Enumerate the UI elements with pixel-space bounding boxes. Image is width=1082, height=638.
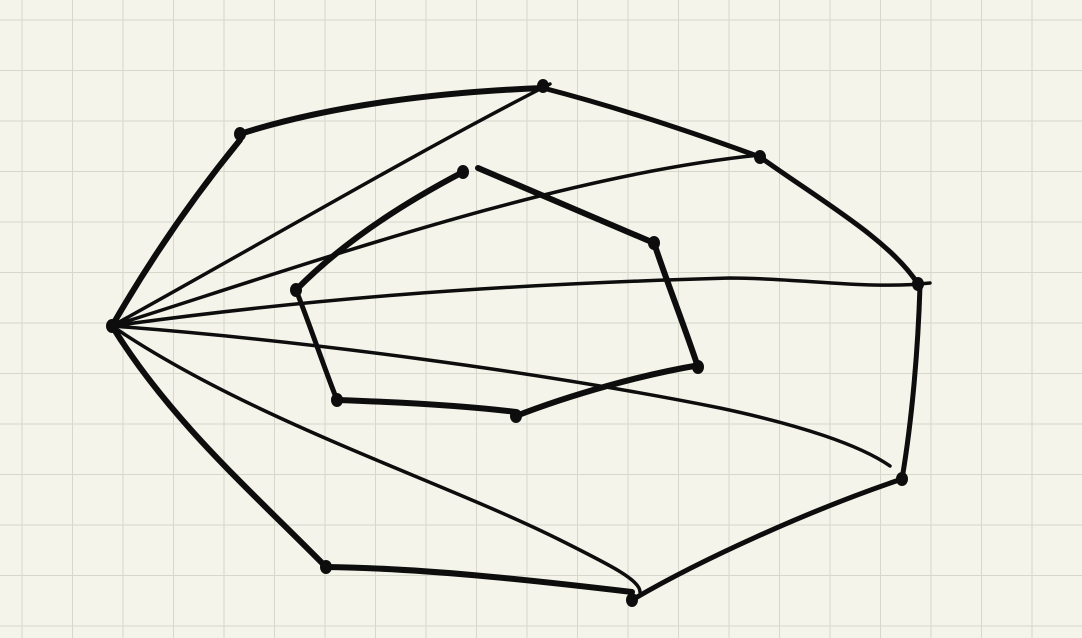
outer-edge-left-to-a xyxy=(109,137,243,329)
graph-edges xyxy=(109,82,932,603)
outer-edge-d-to-e xyxy=(899,283,923,482)
graph-node-F xyxy=(626,593,638,607)
spoke-left-to-e xyxy=(110,324,892,468)
outer-edge-b-to-c xyxy=(540,85,763,160)
inner-edge-2-to-3 xyxy=(651,240,701,370)
graph-node-i6 xyxy=(290,283,302,297)
graph-node-A xyxy=(234,127,246,141)
graph-node-L xyxy=(106,319,118,333)
spoke-left-to-f xyxy=(110,324,642,594)
graph-node-E xyxy=(896,472,908,486)
inner-edge-6-to-5 xyxy=(293,287,340,403)
graph-node-C xyxy=(754,150,766,164)
spoke-left-to-b xyxy=(110,82,552,328)
outer-edge-a-to-b xyxy=(237,85,546,137)
graph-node-i4 xyxy=(510,409,522,423)
graph-node-i3 xyxy=(692,360,704,374)
inner-edge-4-to-5 xyxy=(334,397,519,415)
outer-edge-c-to-d xyxy=(757,154,921,287)
outer-edge-left-to-g xyxy=(109,323,329,570)
inner-edge-3-to-4 xyxy=(513,362,703,419)
graph-node-i5 xyxy=(331,393,343,407)
graph-node-G xyxy=(320,560,332,574)
graph-node-D xyxy=(912,277,924,291)
outer-edge-f-to-g xyxy=(323,564,635,595)
inner-edge-1-to-6 xyxy=(293,169,466,293)
inner-edge-1-to-2 xyxy=(475,165,657,246)
graph-node-i1 xyxy=(457,165,469,179)
graph-node-i2 xyxy=(648,236,660,250)
spoke-left-to-d xyxy=(110,276,932,328)
outer-edge-e-to-f xyxy=(629,476,905,603)
graph-node-B xyxy=(537,79,549,93)
spoke-left-to-c xyxy=(110,153,762,328)
graph-nodes xyxy=(106,79,924,607)
